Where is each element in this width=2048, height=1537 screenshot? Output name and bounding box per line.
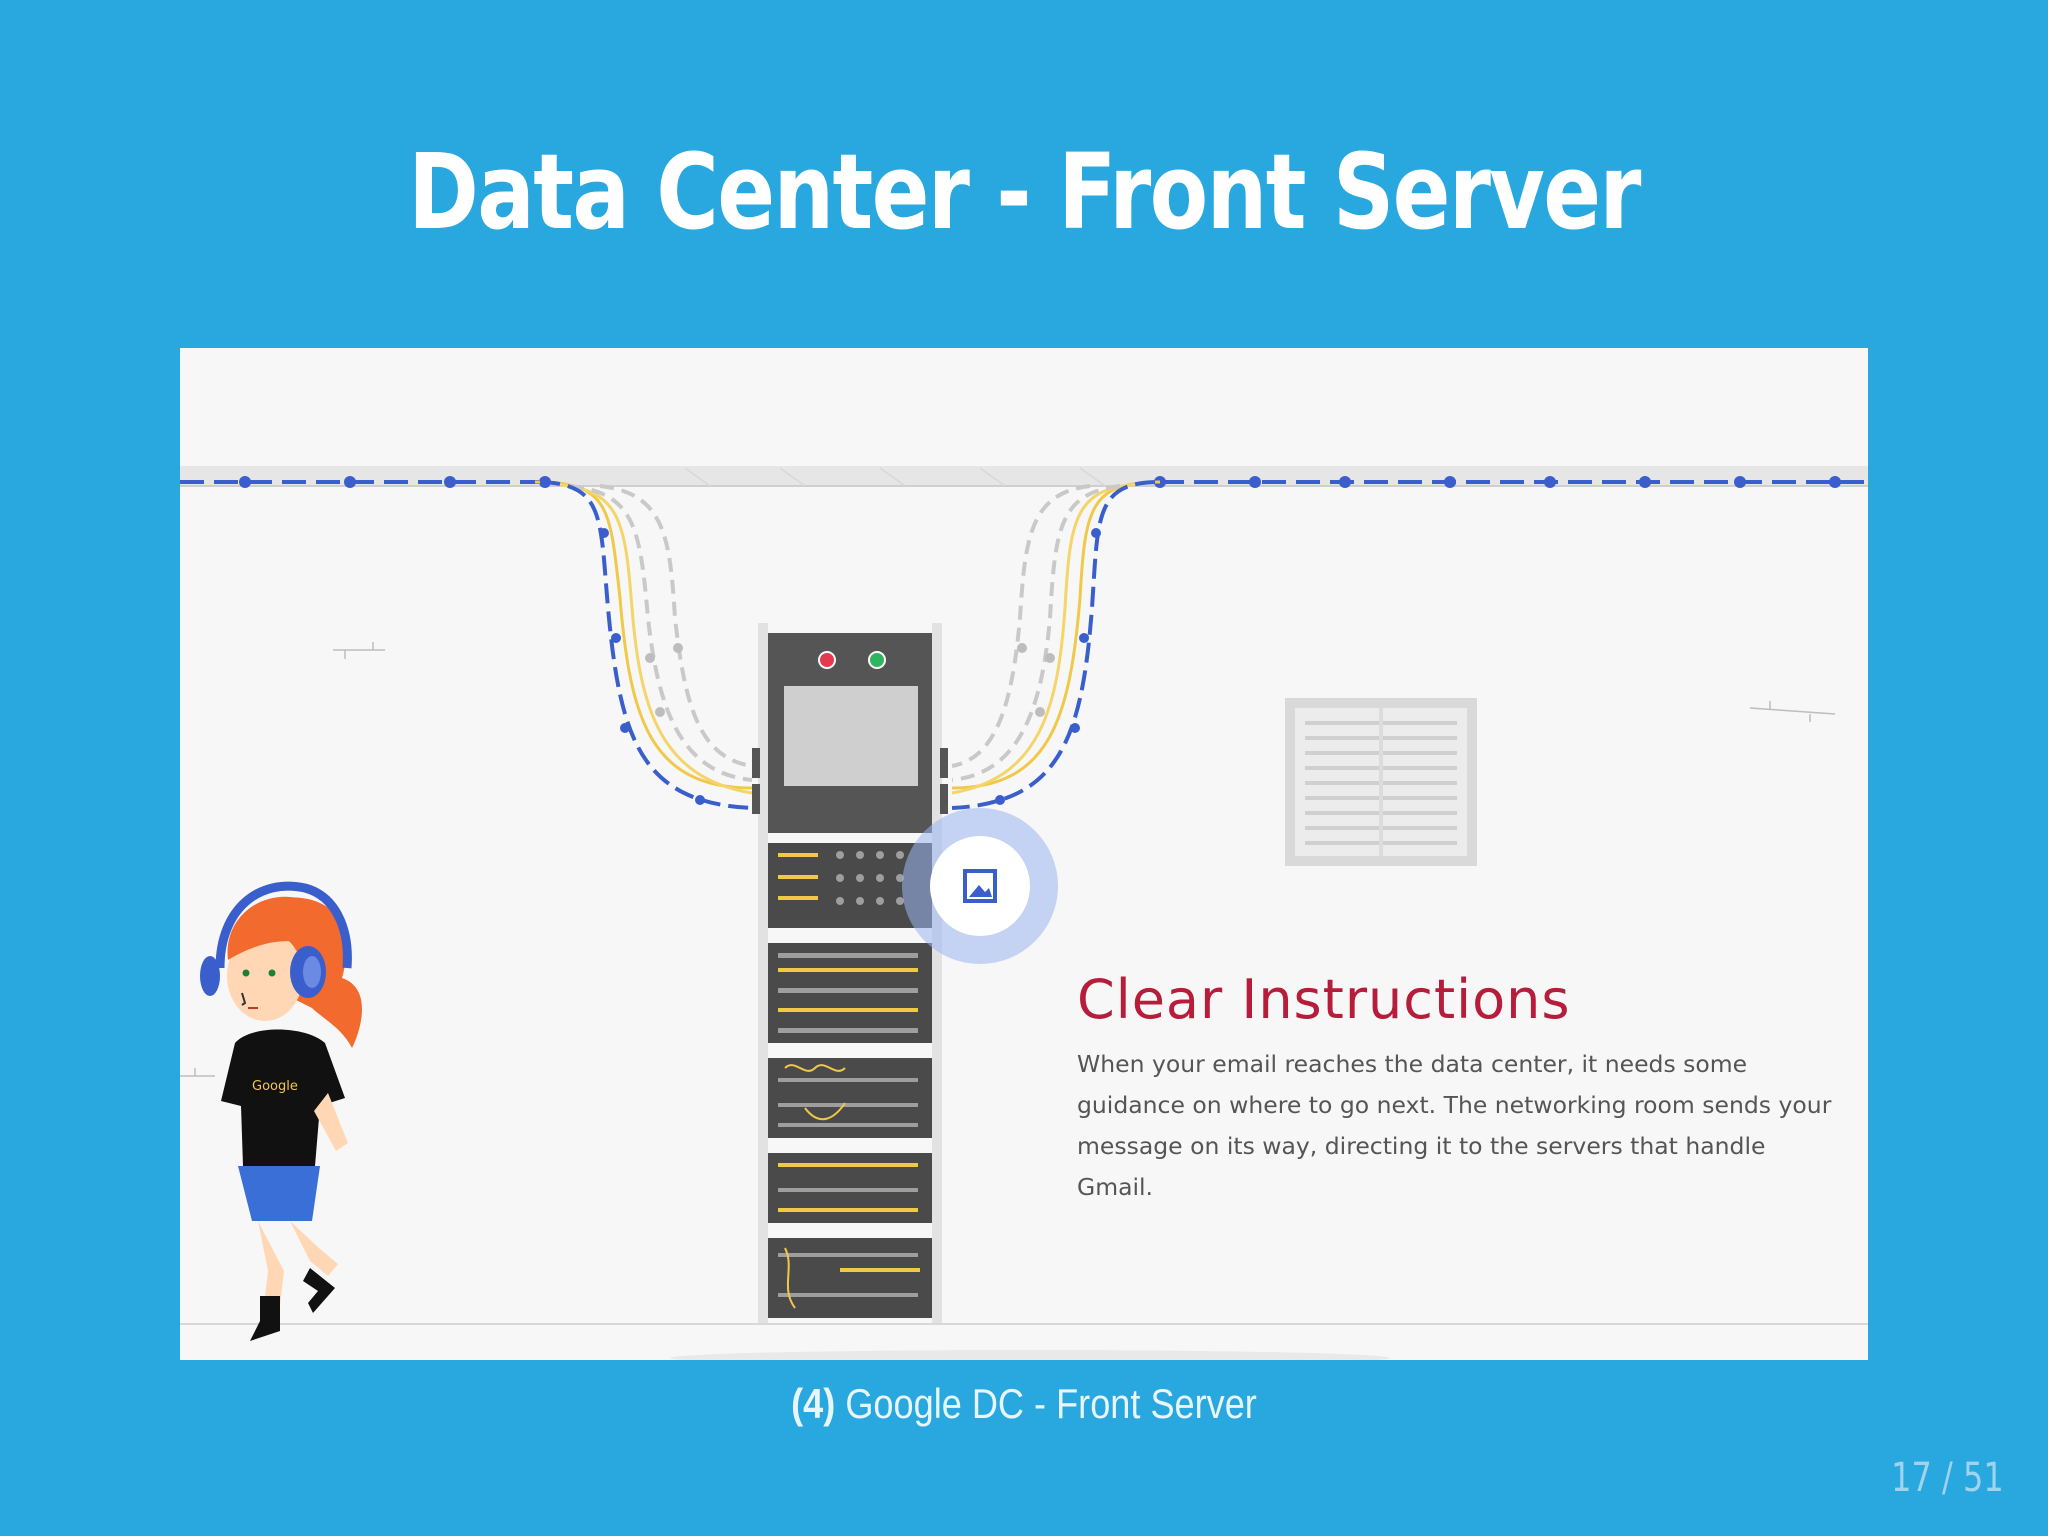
wall-marks [180, 642, 1836, 1077]
caption-reference-number: (4) [791, 1380, 836, 1427]
figure-caption: (4) Google DC - Front Server [143, 1380, 1904, 1428]
left-cable-bundle [534, 480, 753, 810]
ceiling [180, 348, 1868, 466]
page-counter: 17 / 51 [1891, 1455, 2004, 1501]
person-with-headphones-icon: Google [200, 881, 362, 1341]
slide-title: Data Center - Front Server [408, 131, 1641, 253]
air-vent-icon [1285, 698, 1477, 866]
illustration-heading: Clear Instructions [1077, 968, 1571, 1031]
image-icon[interactable] [902, 808, 1058, 964]
shirt-logo: Google [252, 1079, 298, 1094]
network-cable-blue [180, 476, 1868, 488]
illustration-body-text: When your email reaches the data center,… [1077, 1050, 1832, 1201]
server-rack-icon [752, 623, 948, 1323]
right-cable-bundle [951, 480, 1161, 810]
illustration-figure: Google Clear Instructions When your emai… [180, 348, 1868, 1360]
data-center-illustration: Google [180, 348, 1868, 1360]
caption-text: Google DC - Front Server [835, 1380, 1257, 1427]
tray-hatching [684, 467, 1106, 487]
